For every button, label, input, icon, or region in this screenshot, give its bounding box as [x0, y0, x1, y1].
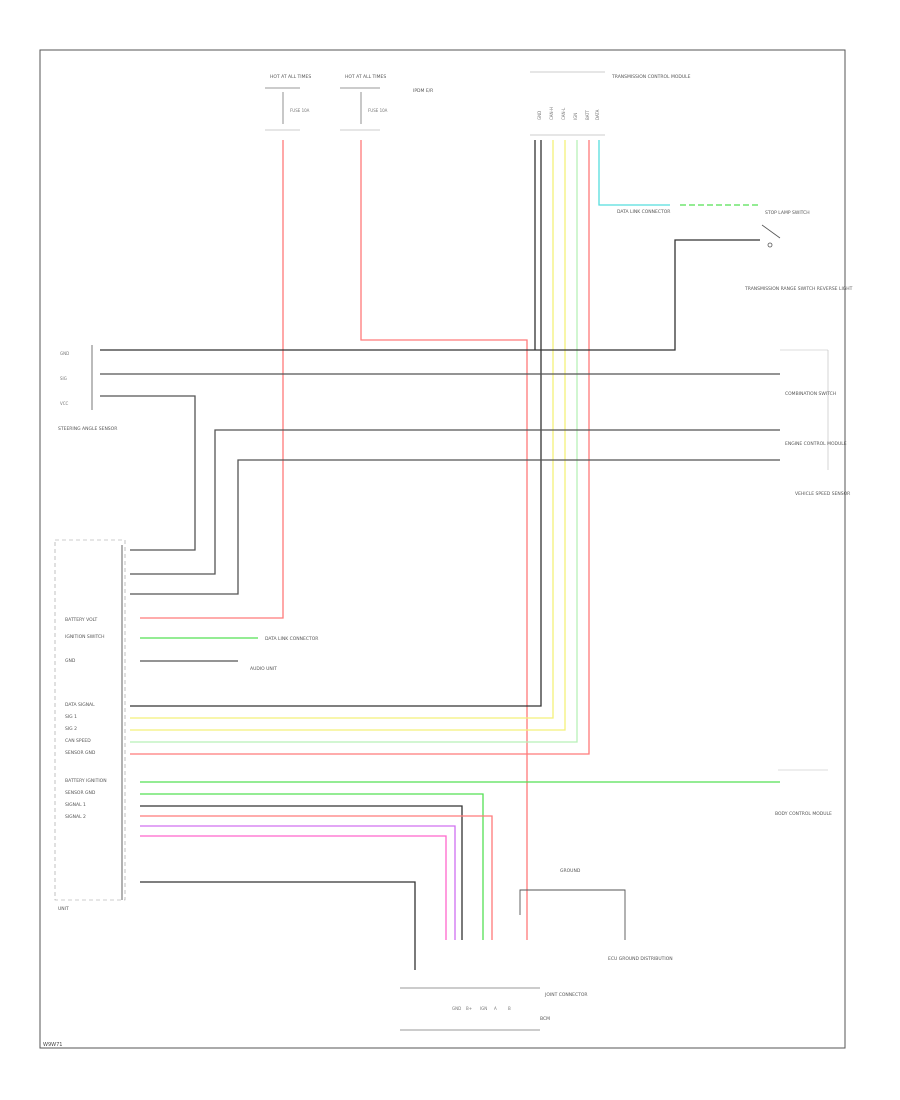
stop-lamp-switch: DATA LINK CONNECTOR STOP LAMP SWITCH TRA…	[617, 209, 853, 292]
unit-input-10: SENSOR GND	[65, 790, 96, 796]
wire-red-bottom	[140, 815, 493, 940]
unit-input-6: SIG 2	[65, 726, 77, 732]
bottom-pin-2: B+	[466, 1006, 472, 1011]
connector-label: JOINT CONNECTOR	[544, 992, 588, 998]
wire-ground-branch	[519, 889, 626, 940]
wire-black-tcm	[130, 140, 542, 707]
fuse-left-title: HOT AT ALL TIMES	[270, 74, 311, 80]
wire-yellow-1	[130, 140, 554, 719]
wire-red-left	[140, 140, 284, 619]
wire-black-stop	[100, 239, 760, 351]
dlc-label: DATA LINK CONNECTOR	[617, 209, 670, 215]
wire-gray-3	[130, 429, 780, 575]
unit-input-1: BATTERY VOLT	[65, 617, 98, 623]
unit-label: UNIT	[58, 906, 69, 912]
wire-pink-bottom	[140, 835, 447, 940]
unit-input-11: SIGNAL 1	[65, 802, 86, 808]
diagram-frame	[39, 49, 846, 1049]
combo-switch-label: COMBINATION SWITCH	[785, 391, 836, 397]
left-sensor: GND SIG VCC STEERING ANGLE SENSOR	[58, 345, 117, 432]
unit-input-7: CAN SPEED	[65, 738, 91, 744]
unit-input-5: SIG 1	[65, 714, 77, 720]
wire-black-ground	[140, 881, 416, 970]
ground-label: GROUND	[560, 868, 581, 874]
dlc-left-label: DATA LINK CONNECTOR	[265, 636, 318, 642]
left-pin-2: SIG	[60, 376, 67, 381]
left-pin-3: VCC	[60, 401, 69, 406]
tcm-pin-4: IGN	[573, 113, 578, 120]
vss-label: VEHICLE SPEED SENSOR	[795, 491, 850, 497]
bottom-module-label: BCM	[540, 1016, 550, 1022]
tcm-pin-6: DATA	[595, 109, 600, 120]
unit-input-9: BATTERY IGNITION	[65, 778, 107, 784]
wire-gray-2	[100, 395, 196, 551]
fuse-left-rating: FUSE 10A	[290, 108, 310, 113]
bottom-pin-4: A	[494, 1006, 497, 1011]
audio-unit-label: AUDIO UNIT	[250, 666, 277, 672]
body-control-module: BODY CONTROL MODULE	[775, 769, 832, 817]
unit-input-12: SIGNAL 2	[65, 814, 86, 820]
combination-switch: COMBINATION SWITCH ENGINE CONTROL MODULE…	[780, 349, 850, 497]
frame-code: W9W71	[43, 1042, 62, 1048]
bottom-pin-5: B	[508, 1006, 511, 1011]
tcm-header-label: TRANSMISSION CONTROL MODULE	[611, 74, 691, 80]
fuse-mid: HOT AT ALL TIMES FUSE 10A IPDM E/R	[340, 74, 433, 131]
unit-box: UNIT BATTERY VOLT IGNITION SWITCH GND DA…	[54, 539, 126, 912]
bottom-pin-1: GND	[452, 1006, 461, 1011]
wire-violet-bottom	[140, 825, 456, 940]
left-module-label: STEERING ANGLE SENSOR	[58, 426, 117, 432]
joint-connector: JOINT CONNECTOR GROUND ECU GROUND DISTRI…	[400, 868, 673, 1031]
wire-black-bottom	[140, 805, 463, 940]
reverse-switch-label: TRANSMISSION RANGE SWITCH REVERSE LIGHT	[744, 286, 853, 292]
tcm-pin-1: GND	[537, 111, 542, 120]
bottom-pin-3: IGN	[480, 1006, 487, 1011]
wire-green-bottom	[140, 793, 484, 940]
wires	[100, 140, 780, 970]
wire-red-tcm	[130, 140, 590, 755]
wire-gray-4	[130, 459, 780, 595]
fuse-mid-rating: FUSE 10A	[368, 108, 388, 113]
fuse-left: HOT AT ALL TIMES FUSE 10A	[265, 74, 311, 131]
wire-yellow-2	[130, 140, 566, 731]
tcm-pin-2: CAN-H	[549, 107, 554, 120]
bcm-label: BODY CONTROL MODULE	[775, 811, 832, 817]
ground-dest-label: ECU GROUND DISTRIBUTION	[608, 956, 673, 962]
tcm-pin-5: BATT	[585, 109, 590, 120]
tcm-connector: TRANSMISSION CONTROL MODULE GND CAN-H CA…	[530, 71, 691, 136]
left-pin-1: GND	[60, 351, 69, 356]
unit-input-4: DATA SIGNAL	[65, 702, 95, 708]
ecm-label: ENGINE CONTROL MODULE	[785, 441, 847, 447]
wire-red-mid	[360, 140, 528, 940]
wire-cyan	[598, 140, 670, 206]
wire-ltgreen	[130, 140, 578, 743]
stop-switch-label: STOP LAMP SWITCH	[765, 210, 810, 216]
fuse-block-label: IPDM E/R	[413, 88, 433, 94]
unit-input-8: SENSOR GND	[65, 750, 96, 756]
unit-input-2: IGNITION SWITCH	[65, 634, 105, 640]
fuse-mid-title: HOT AT ALL TIMES	[345, 74, 386, 80]
unit-input-3: GND	[65, 658, 76, 664]
tcm-pin-3: CAN-L	[561, 107, 566, 120]
